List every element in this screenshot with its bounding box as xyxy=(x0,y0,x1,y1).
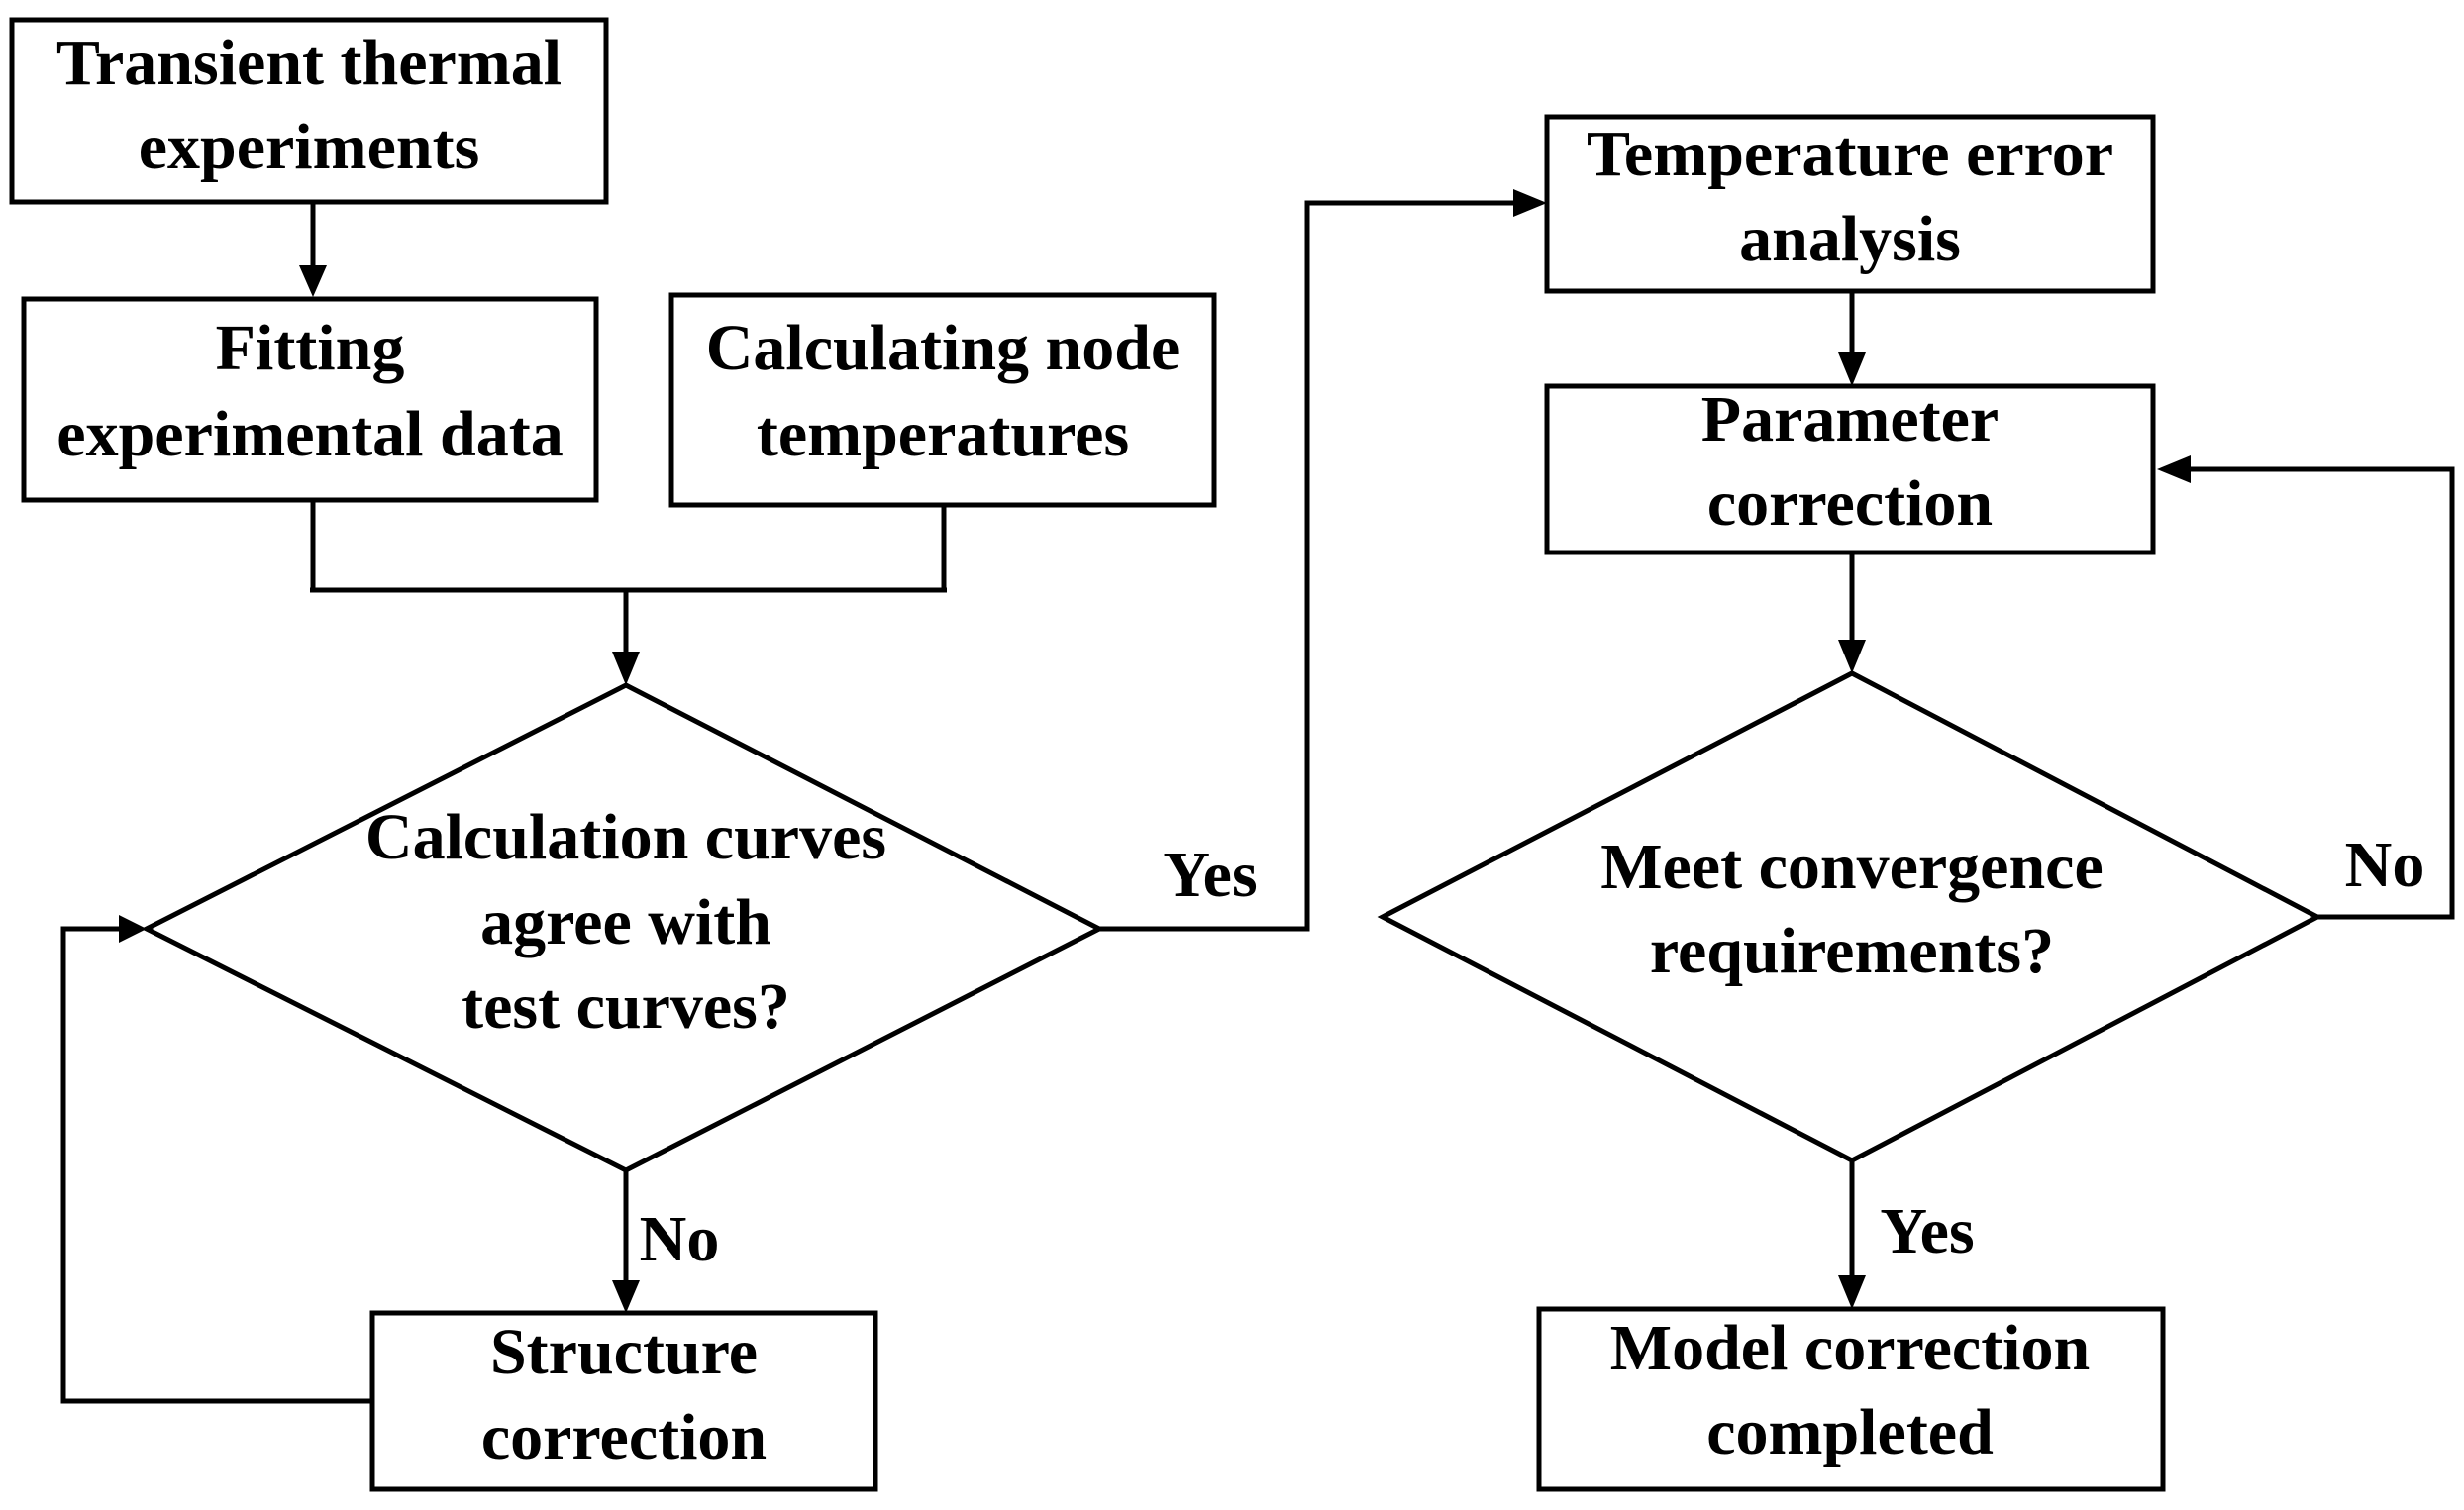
decision-meet-convergence: Meet convergence requirements? xyxy=(1377,670,2323,1163)
node-model-correction-completed: Model correction completed xyxy=(1536,1306,2166,1492)
label-decision1-yes: Yes xyxy=(1163,839,1257,911)
node-temp-error-line1: Temperature error xyxy=(1587,118,2113,190)
node-temperature-error-analysis: Temperature error analysis xyxy=(1544,114,2156,294)
node-model-line2: completed xyxy=(1706,1396,1994,1468)
node-model-line1: Model correction xyxy=(1610,1312,2090,1384)
node-calculating-node-temperatures: Calculating node temperatures xyxy=(668,292,1217,508)
connector-decision1-no xyxy=(612,1170,640,1313)
decision2-line1: Meet convergence xyxy=(1600,831,2104,903)
node-structure-line1: Structure xyxy=(490,1316,758,1388)
connector-transient-to-fitting xyxy=(299,202,327,297)
decision2-line2: requirements? xyxy=(1650,915,2054,987)
node-temp-error-line2: analysis xyxy=(1739,203,1961,275)
connector-structure-feedback xyxy=(60,915,372,1404)
connector-decision1-yes xyxy=(1099,189,1547,932)
label-decision2-no: No xyxy=(2345,829,2425,901)
node-parameter-line2: correction xyxy=(1707,467,1993,540)
node-calculating-line2: temperatures xyxy=(757,398,1129,470)
connector-temp-to-parameter xyxy=(1838,291,1866,386)
decision-calculation-curves: Calculation curves agree with test curve… xyxy=(141,682,1105,1173)
node-calculating-line1: Calculating node xyxy=(706,312,1181,384)
decision1-line3: test curves? xyxy=(462,970,790,1043)
label-decision2-yes: Yes xyxy=(1880,1195,1974,1267)
node-parameter-line1: Parameter xyxy=(1701,383,1999,455)
connector-merge-to-decision1 xyxy=(310,500,947,685)
node-fitting-experimental-data: Fitting experimental data xyxy=(21,296,599,503)
node-transient-thermal-experiments: Transient thermal experiments xyxy=(9,17,609,205)
label-decision1-no: No xyxy=(640,1203,720,1275)
connector-parameter-to-decision2 xyxy=(1838,553,1866,673)
node-parameter-correction: Parameter correction xyxy=(1544,383,2156,555)
node-fitting-line1: Fitting xyxy=(216,312,405,384)
node-structure-line2: correction xyxy=(481,1401,767,1473)
node-fitting-line2: experimental data xyxy=(56,398,563,470)
decision1-line1: Calculation curves xyxy=(365,801,886,873)
connector-decision2-no xyxy=(2157,455,2455,920)
node-transient-line2: experiments xyxy=(139,111,480,183)
decision1-line2: agree with xyxy=(480,886,771,958)
connector-decision2-yes xyxy=(1838,1160,1866,1309)
node-structure-correction: Structure correction xyxy=(369,1310,878,1492)
node-transient-line1: Transient thermal xyxy=(56,27,562,99)
